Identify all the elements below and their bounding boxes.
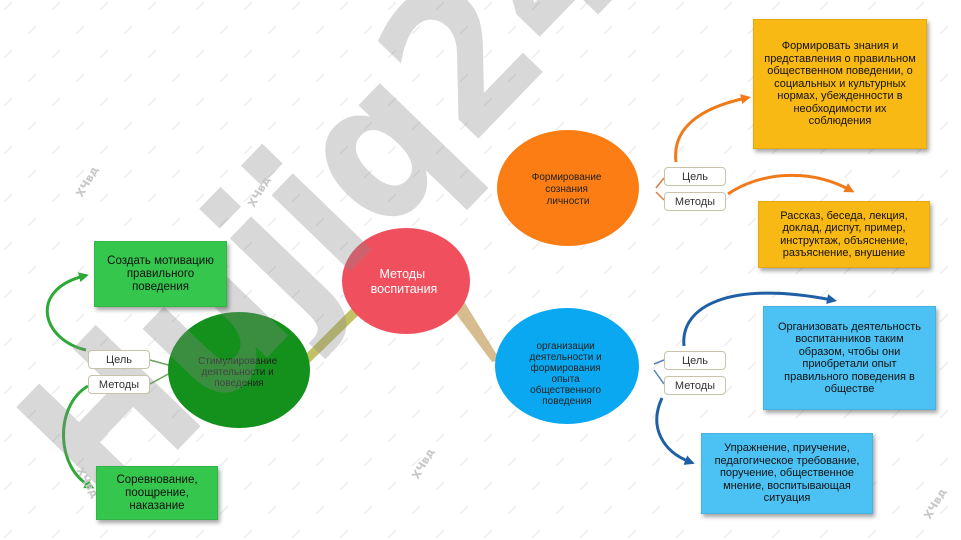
node-activity-label: организации деятельности и формирования … <box>530 341 605 407</box>
tag-stimulation-goal: Цель <box>88 350 150 369</box>
node-center: Методы воспитания <box>342 228 470 334</box>
node-activity: организации деятельности и формирования … <box>495 308 639 424</box>
arrow-activity-goal <box>682 291 837 347</box>
node-stimulation-circle <box>168 312 310 428</box>
box-stimulation-methods: Соревнование, поощрение, наказание <box>96 466 218 520</box>
node-activity-circle <box>495 308 639 424</box>
tag-stimulation-methods: Методы <box>88 375 150 394</box>
arrow-stimulation-methods <box>62 384 95 489</box>
box-consciousness-methods: Рассказ, беседа, лекция, доклад, диспут,… <box>758 201 930 268</box>
node-center-label: Методы воспитания <box>371 267 438 296</box>
box-stimulation-goal: Создать мотивацию правильного поведения <box>94 241 227 307</box>
connector-activity-tags <box>653 359 665 385</box>
arrow-activity-methods <box>655 397 695 465</box>
tag-consciousness-methods: Методы <box>664 192 726 211</box>
tag-activity-goal: Цель <box>664 351 726 370</box>
arrow-stimulation-goal <box>45 272 89 352</box>
arrow-consciousness-goal <box>674 94 751 163</box>
connector-consciousness-tags <box>655 177 665 189</box>
node-consciousness: Формирование сознания личности <box>497 130 639 246</box>
node-stimulation: Стимулирование деятельности и поведения <box>168 312 310 428</box>
node-stimulation-label: Стимулирование деятельности и поведения <box>198 356 280 389</box>
tag-consciousness-goal: Цель <box>664 167 726 186</box>
box-consciousness-goal: Формировать знания и представления о пра… <box>753 19 927 149</box>
connector-stimulation <box>294 300 368 372</box>
box-activity-goal: Организовать деятельность воспитанников … <box>763 306 936 410</box>
arrow-consciousness-methods <box>727 173 855 196</box>
box-activity-methods: Упражнение, приучение, педагогическое тр… <box>701 433 873 514</box>
connector-consciousness-tags-2 <box>655 191 665 201</box>
tag-activity-methods: Методы <box>664 376 726 395</box>
node-consciousness-circle <box>497 130 639 246</box>
node-consciousness-label: Формирование сознания личности <box>532 172 605 207</box>
arrows <box>45 94 855 489</box>
node-center-circle <box>342 228 470 334</box>
